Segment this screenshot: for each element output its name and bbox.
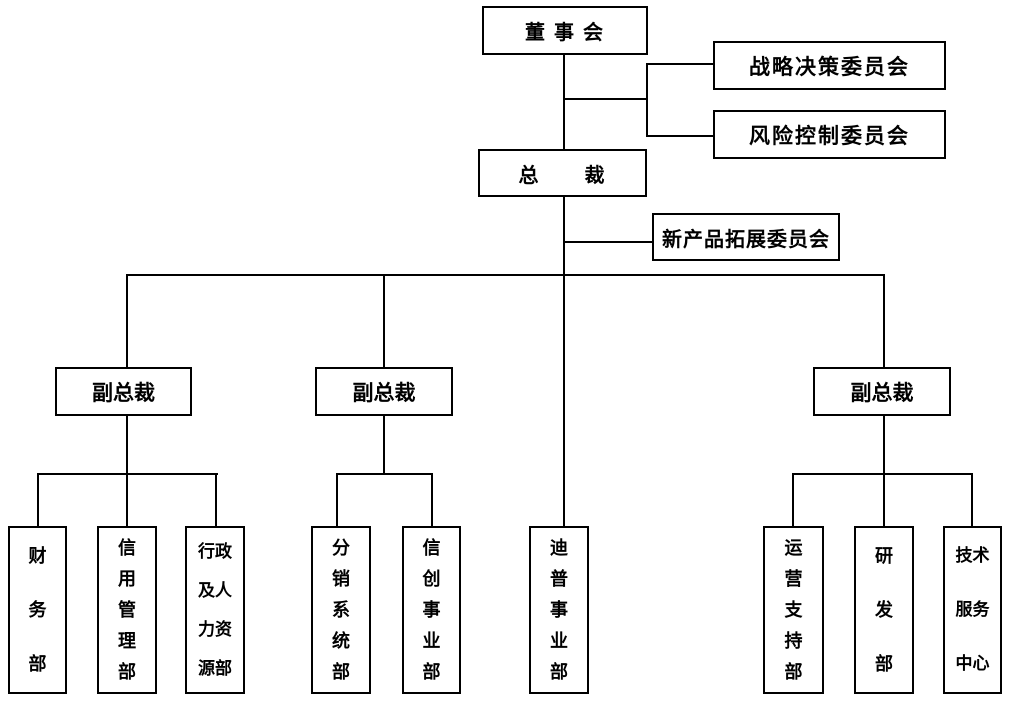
node-label: 迪 普 事 业 部: [550, 537, 568, 682]
node-finance-dept: 财 务 部: [8, 526, 67, 694]
connector-stub-risk: [648, 135, 714, 137]
node-label: 战略决策委员会: [749, 54, 910, 79]
connector-middle-children-horizontal: [336, 473, 433, 475]
node-label: 副总裁: [352, 380, 416, 405]
connector-vp-right-drop: [883, 274, 885, 368]
node-label: 信 创 事 业 部: [422, 537, 441, 682]
connector-stub-new-product: [564, 241, 652, 243]
node-distribution-system-dept: 分 销 系 统 部: [311, 526, 371, 694]
connector-board-president: [563, 55, 565, 149]
connector-main-horizontal: [126, 274, 885, 276]
connector-left-children-horizontal: [37, 473, 218, 475]
node-label: 董 事 会: [525, 22, 605, 44]
node-label: 信 用 管 理 部: [118, 537, 136, 682]
connector-drop-operations: [792, 473, 794, 526]
node-label: 分 销 系 统 部: [332, 537, 350, 682]
connector-right-children-horizontal: [792, 473, 973, 475]
node-label: 运 营 支 持 部: [784, 537, 803, 682]
node-rnd-dept: 研 发 部: [854, 526, 914, 694]
node-label: 财 务 部: [28, 546, 47, 674]
connector-drop-xinchuang: [431, 473, 433, 526]
connector-vp-middle-stem: [383, 415, 385, 475]
connector-president-trunk: [563, 197, 565, 526]
node-vp-right: 副总裁: [813, 367, 951, 416]
node-label: 风险控制委员会: [749, 123, 910, 148]
node-vp-middle: 副总裁: [315, 367, 453, 416]
node-label: 行政 及人 力资 源部: [198, 542, 232, 678]
node-operations-support-dept: 运 营 支 持 部: [763, 526, 824, 694]
node-new-product-committee: 新产品拓展委员会: [652, 213, 840, 261]
connector-stub-strategy: [648, 63, 714, 65]
connector-stub-committees: [564, 98, 648, 100]
node-label: 技术 服务 中心: [955, 546, 990, 673]
node-dipu-business-dept: 迪 普 事 业 部: [529, 526, 589, 694]
connector-drop-tech-service: [971, 473, 973, 526]
node-credit-mgmt-dept: 信 用 管 理 部: [97, 526, 157, 694]
node-label: 研 发 部: [875, 546, 893, 674]
node-board-of-directors: 董 事 会: [482, 6, 648, 55]
node-tech-service-center: 技术 服务 中心: [943, 526, 1002, 694]
node-risk-committee: 风险控制委员会: [713, 110, 946, 159]
node-label: 新产品拓展委员会: [662, 228, 830, 251]
connector-drop-finance: [37, 473, 39, 526]
connector-committees-vertical: [646, 63, 648, 137]
node-xinchuang-business-dept: 信 创 事 业 部: [402, 526, 461, 694]
node-label: 副总裁: [850, 380, 914, 405]
connector-drop-admin-hr: [215, 473, 217, 526]
node-strategy-committee: 战略决策委员会: [713, 41, 946, 90]
node-label: 副总裁: [92, 380, 155, 405]
connector-drop-distribution: [336, 473, 338, 526]
node-admin-hr-dept: 行政 及人 力资 源部: [185, 526, 245, 694]
node-president: 总 裁: [478, 149, 647, 197]
node-label: 总 裁: [518, 164, 607, 187]
connector-vp-left-drop: [126, 274, 128, 368]
node-vp-left: 副总裁: [55, 367, 192, 416]
connector-vp-right-stem: [883, 415, 885, 526]
connector-vp-middle-drop: [383, 274, 385, 368]
connector-vp-left-stem: [126, 415, 128, 526]
